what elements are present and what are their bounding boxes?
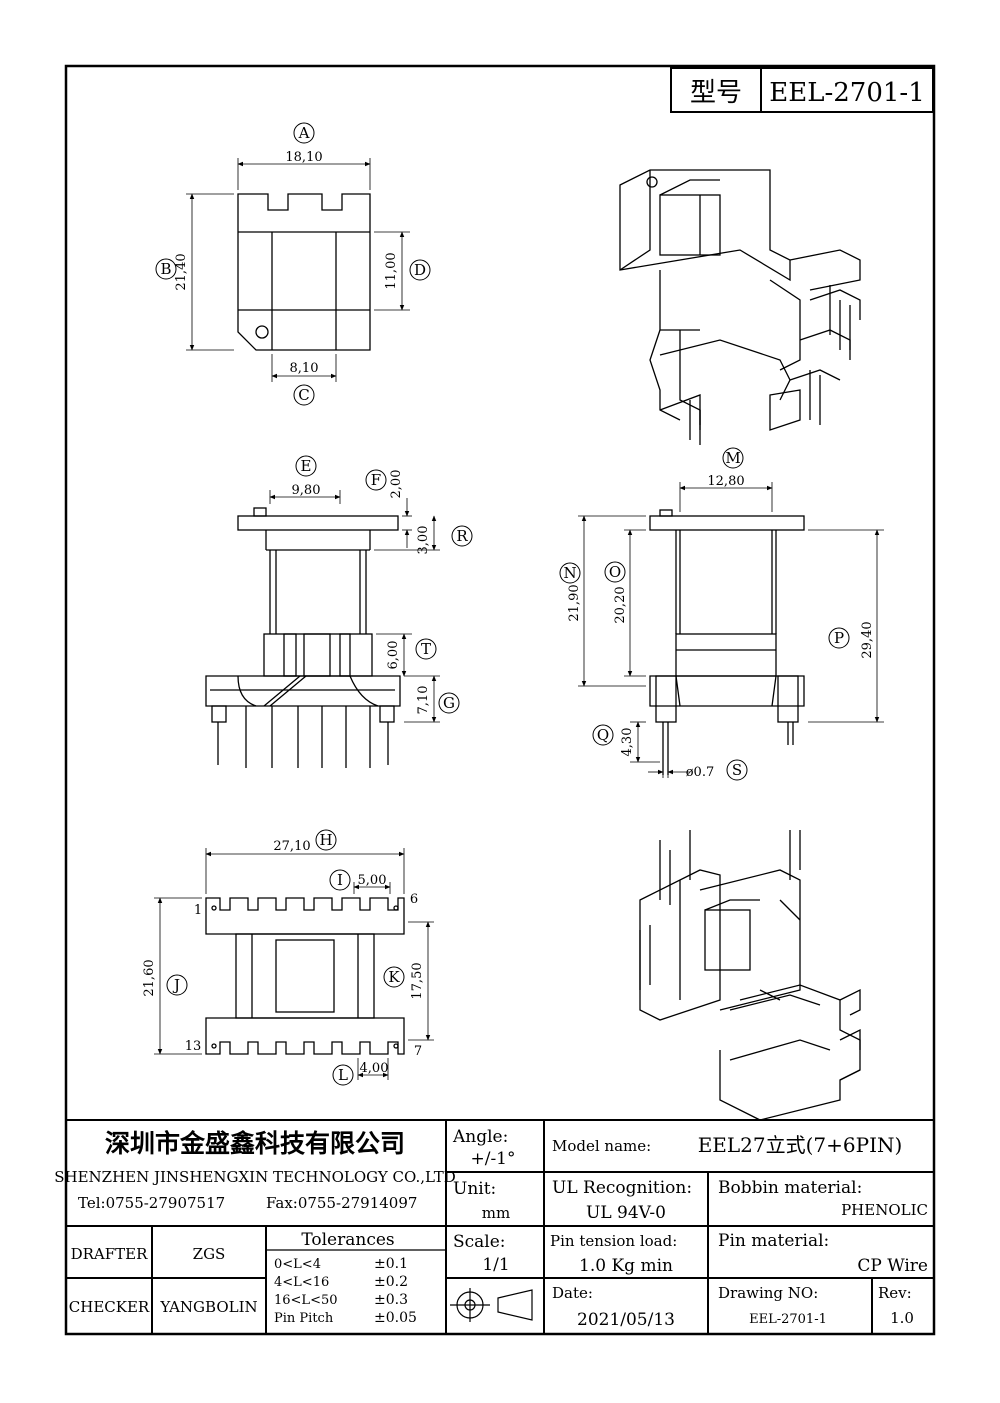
tolerance-value: ±0.05 (374, 1310, 417, 1326)
dim-n-value: 21,90 (567, 584, 582, 621)
label-c: C (298, 386, 309, 404)
date-label: Date: (552, 1284, 593, 1302)
model-box-label: 型号 (690, 78, 742, 108)
company-fax: Fax:0755-27914097 (266, 1194, 417, 1212)
label-r: R (456, 527, 468, 545)
dim-e-value: 9,80 (292, 483, 321, 498)
pin-tension-label: Pin tension load: (550, 1232, 677, 1250)
company-name-cn: 深圳市金盛鑫科技有限公司 (105, 1129, 405, 1158)
dim-b-value: 21,40 (174, 253, 189, 290)
unit-label: Unit: (453, 1179, 496, 1199)
projection-symbol-icon (450, 1288, 533, 1322)
top-view (155, 122, 431, 406)
tolerance-range: 4<L<16 (274, 1275, 329, 1290)
label-m: M (725, 449, 740, 467)
angle-value: +/-1° (470, 1149, 515, 1169)
unit-value: mm (482, 1204, 510, 1222)
dim-p-value: 29,40 (860, 621, 875, 658)
label-f: F (371, 471, 381, 489)
label-a: A (298, 124, 310, 142)
sheet-border (64, 64, 936, 1336)
label-l: L (338, 1066, 348, 1084)
label-i: I (337, 871, 343, 889)
dim-k-value: 17,50 (410, 962, 425, 999)
scale-value: 1/1 (482, 1255, 509, 1275)
company-tel: Tel:0755-27907517 (78, 1194, 225, 1212)
drafter-label: DRAFTER (71, 1245, 149, 1263)
model-name-label: Model name: (552, 1137, 651, 1155)
dim-q-value: 4,30 (620, 728, 635, 757)
dim-s-value: ø0.7 (686, 765, 715, 780)
title-block-grid (66, 1119, 934, 1334)
label-g: G (443, 694, 455, 712)
tolerance-range: 16<L<50 (274, 1293, 338, 1308)
pin-material-value: CP Wire (857, 1256, 928, 1276)
isometric-view-bottom (639, 830, 861, 1121)
label-d: D (414, 261, 426, 279)
isometric-view-top (619, 169, 861, 445)
dim-c-value: 8,10 (290, 361, 319, 376)
label-p: P (834, 629, 844, 647)
drawing-no-value: EEL-2701-1 (749, 1312, 827, 1327)
tolerance-value: ±0.2 (374, 1274, 408, 1290)
checker-name: YANGBOLIN (159, 1298, 257, 1316)
label-o: O (609, 563, 621, 581)
label-q: Q (597, 726, 609, 744)
dim-i-value: 5,00 (358, 873, 387, 888)
model-box-value: EEL-2701-1 (769, 78, 925, 108)
company-name-en: SHENZHEN JINSHENGXIN TECHNOLOGY CO.,LTD (54, 1168, 456, 1186)
dim-r-value: 3,00 (416, 526, 431, 555)
angle-label: Angle: (452, 1127, 508, 1147)
date-value: 2021/05/13 (577, 1310, 675, 1330)
side-view (559, 447, 884, 781)
label-e: E (301, 457, 312, 475)
model-box: 型号 EEL-2701-1 (670, 67, 934, 113)
pin-6-label: 6 (410, 892, 418, 907)
dim-l-value: 4,00 (360, 1061, 389, 1076)
bobbin-value: PHENOLIC (841, 1201, 928, 1219)
dim-h-value: 27,10 (273, 839, 310, 854)
label-t: T (421, 640, 431, 658)
dim-a-value: 18,10 (285, 150, 322, 165)
bobbin-label: Bobbin material: (718, 1178, 862, 1198)
tolerance-value: ±0.1 (374, 1256, 408, 1272)
label-b: B (160, 260, 171, 278)
dim-o-value: 20,20 (613, 586, 628, 623)
label-k: K (388, 968, 400, 986)
rev-value: 1.0 (890, 1309, 914, 1327)
dim-f-value: 2,00 (389, 470, 404, 499)
label-n: N (563, 564, 576, 582)
tolerance-range: Pin Pitch (274, 1311, 334, 1326)
dim-t-value: 6,00 (386, 641, 401, 670)
drawing-no-label: Drawing NO: (718, 1284, 818, 1302)
dim-j-value: 21,60 (142, 959, 157, 996)
label-h: H (319, 831, 332, 849)
label-s: S (732, 761, 742, 779)
front-view (205, 455, 473, 768)
tolerance-range: 0<L<4 (274, 1257, 321, 1272)
label-j: J (172, 976, 180, 994)
tolerances-title: Tolerances (301, 1230, 394, 1250)
dim-m-value: 12,80 (707, 474, 744, 489)
ul-label: UL Recognition: (552, 1178, 692, 1198)
dim-g-value: 7,10 (416, 686, 431, 715)
pin-7-label: 7 (414, 1044, 422, 1059)
dim-d-value: 11,00 (384, 252, 399, 289)
pin-13-label: 13 (185, 1039, 202, 1054)
ul-value: UL 94V-0 (586, 1203, 666, 1223)
drafter-name: ZGS (193, 1245, 226, 1263)
bottom-view (154, 829, 434, 1086)
model-name-value: EEL27立式(7+6PIN) (698, 1133, 903, 1157)
scale-label: Scale: (453, 1232, 506, 1252)
pin-tension-value: 1.0 Kg min (579, 1256, 673, 1276)
tolerance-value: ±0.3 (374, 1292, 408, 1308)
pin-1-label: 1 (194, 903, 202, 918)
rev-label: Rev: (878, 1284, 912, 1302)
checker-label: CHECKER (69, 1298, 150, 1316)
pin-material-label: Pin material: (718, 1231, 829, 1251)
